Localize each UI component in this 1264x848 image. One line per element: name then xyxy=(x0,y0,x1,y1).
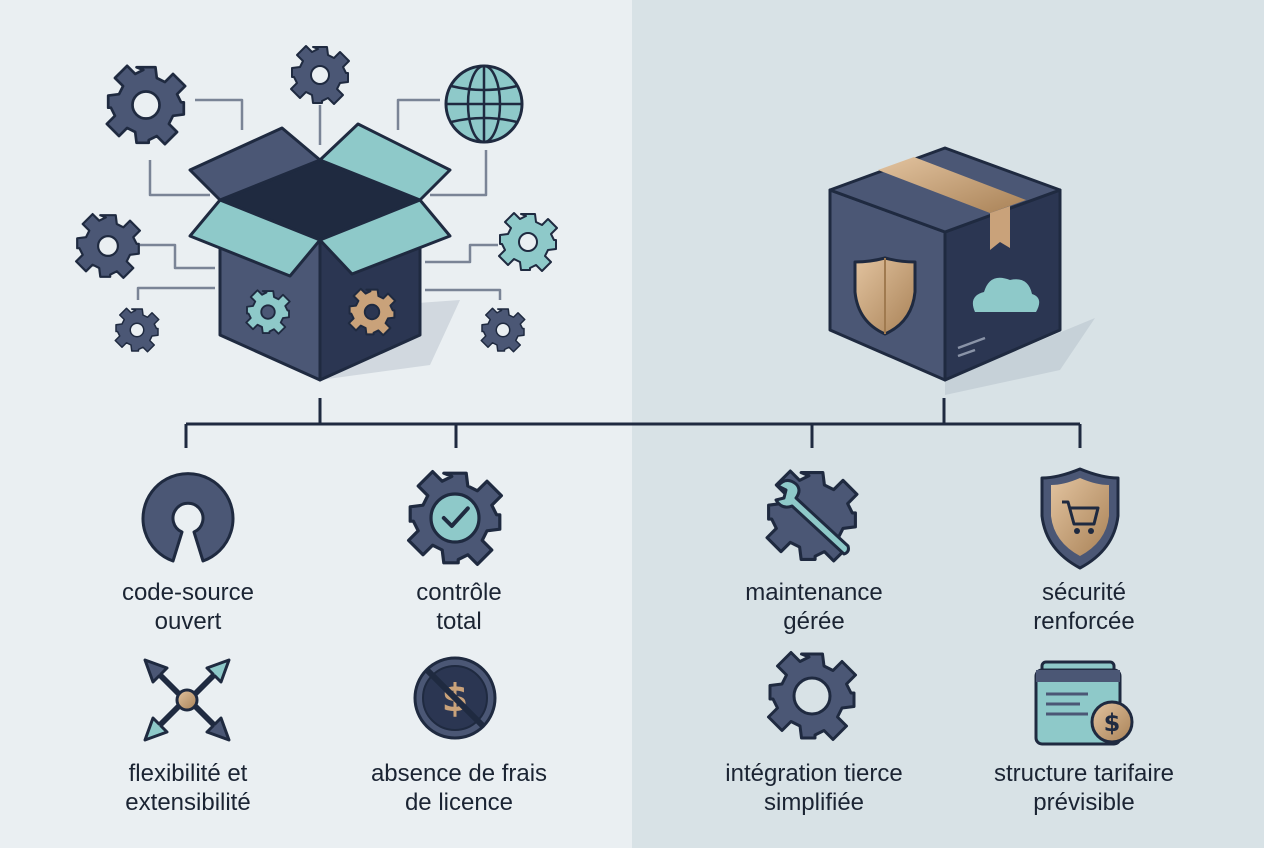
gear-icon xyxy=(498,212,558,272)
svg-text:$: $ xyxy=(1104,709,1121,737)
no-dollar-icon: $ xyxy=(413,656,497,740)
gear-check-icon xyxy=(407,470,503,567)
open-source-logo-icon xyxy=(141,472,235,563)
globe-icon xyxy=(444,64,524,144)
feature-label-absence-frais: absence de frais de licence xyxy=(370,760,548,816)
feature-label-maintenance: maintenance gérée xyxy=(745,579,883,635)
shield-cart-icon xyxy=(1040,467,1120,570)
feature-label-securite: sécurité renforcée xyxy=(1033,579,1135,635)
feature-label-controle: contrôle total xyxy=(416,579,502,635)
gear-icon xyxy=(114,307,160,353)
gear-icon xyxy=(480,307,526,353)
gear-icon xyxy=(290,45,350,105)
closed-box-icon xyxy=(828,146,1095,395)
card-dollar-icon: $ xyxy=(1034,660,1134,746)
feature-label-flexibilite: flexibilité et extensibilité xyxy=(125,760,251,816)
gear-icon xyxy=(74,213,141,279)
connector-tree xyxy=(184,398,1082,448)
gear-icon xyxy=(767,651,857,741)
feature-label-integration: intégration tierce simplifiée xyxy=(725,760,903,816)
open-box-icon xyxy=(188,122,460,382)
feature-label-tarifs: structure tarifaire prévisible xyxy=(993,760,1175,816)
open-box-illustration xyxy=(74,45,558,382)
gear-icon xyxy=(105,64,187,146)
wrench-gear-icon xyxy=(765,469,859,563)
expand-arrows-icon xyxy=(143,658,231,742)
feature-label-code-source: code-source ouvert xyxy=(121,579,255,635)
